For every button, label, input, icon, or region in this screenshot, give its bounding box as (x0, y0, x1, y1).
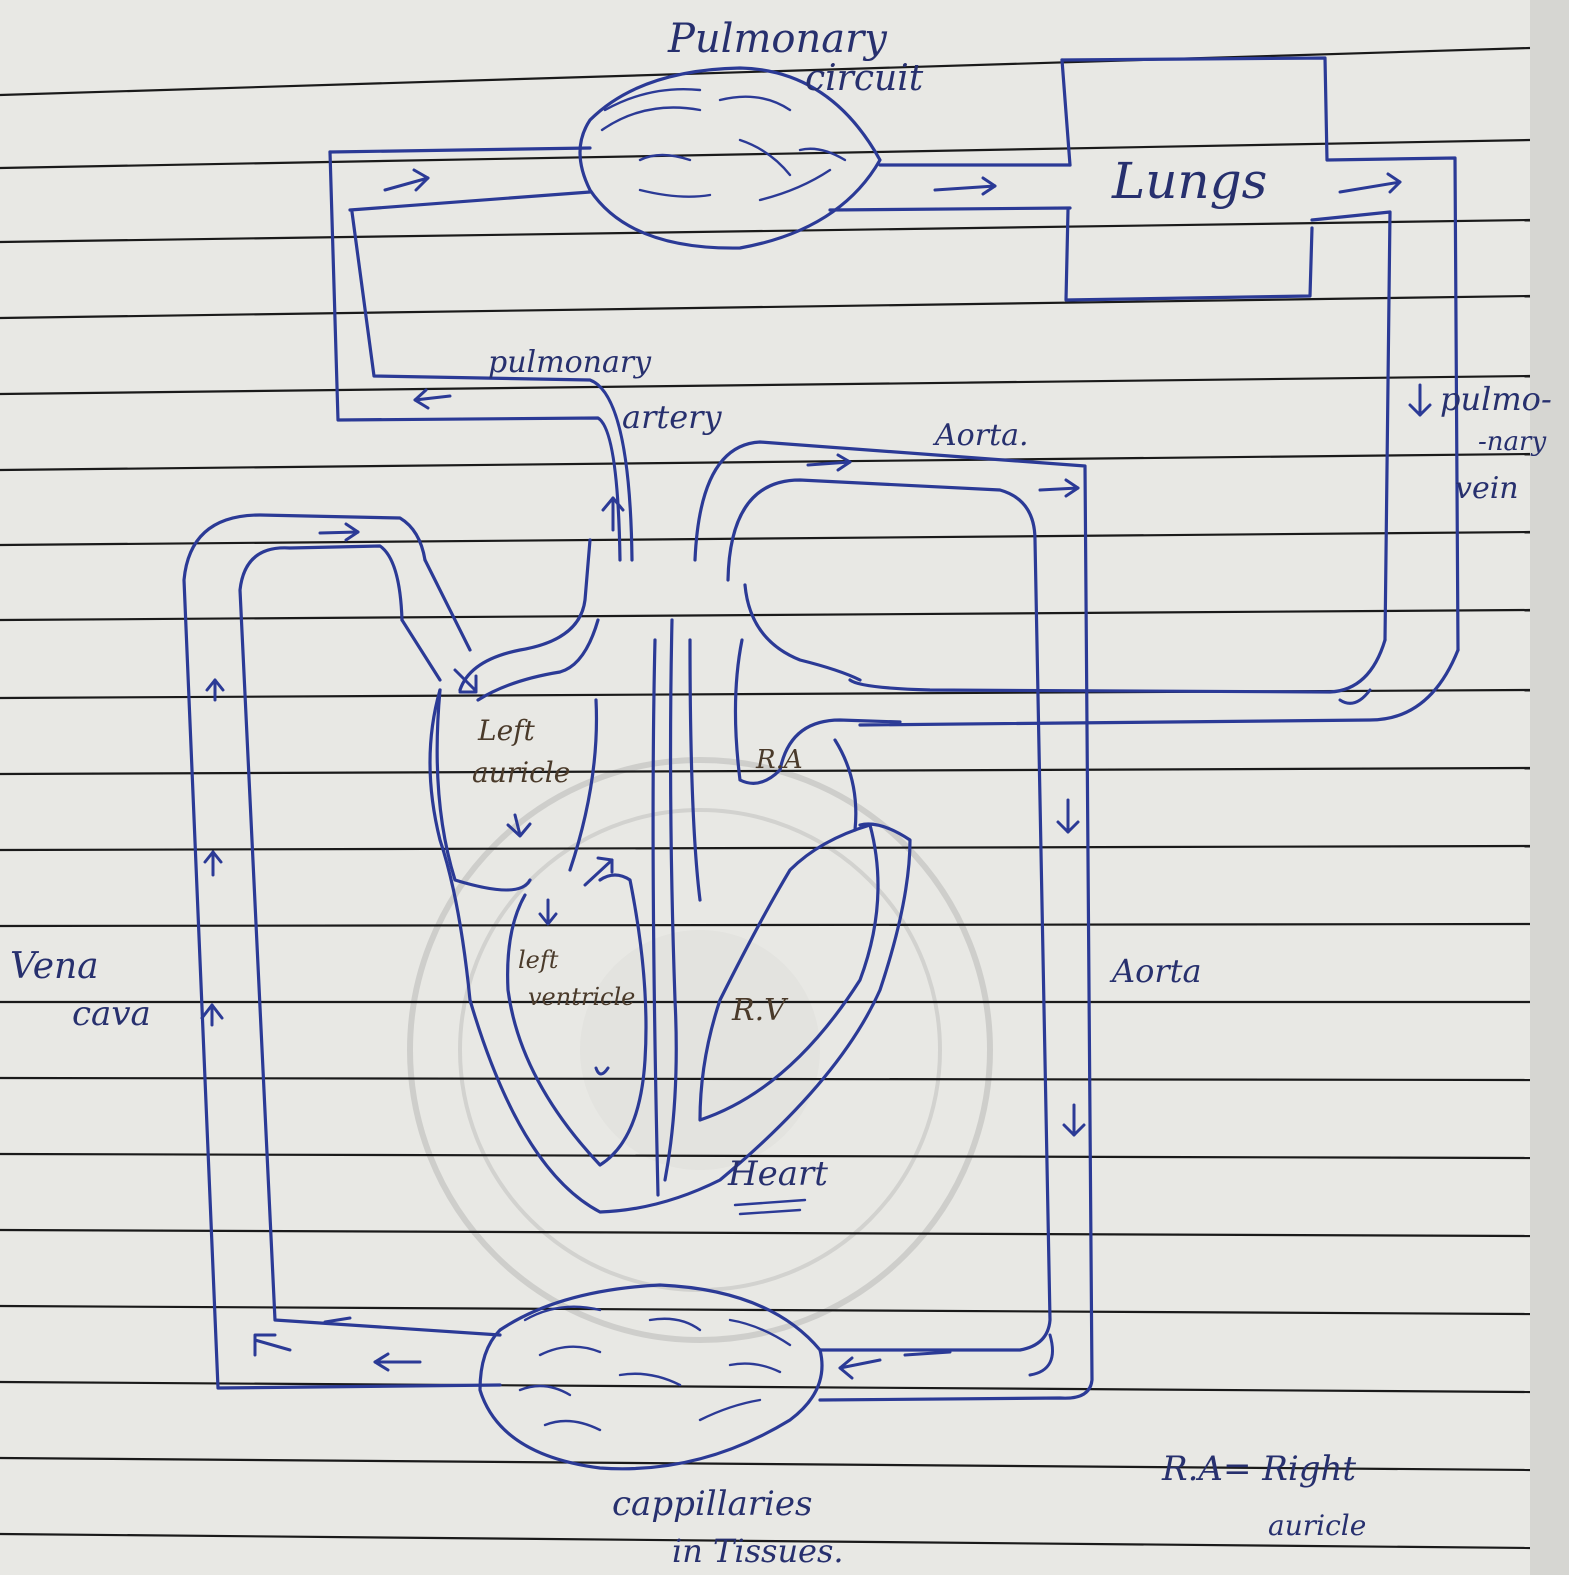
pulmonary-vein-label-2: -nary (1478, 427, 1546, 457)
capillaries-label-1: cappillaries (612, 1484, 812, 1524)
left-auricle-label-2: auricle (472, 756, 570, 789)
pulmonary-artery-label-1: pulmonary (488, 345, 652, 380)
pulmonary-artery-label-2: artery (622, 398, 722, 436)
left-auricle-label-1: Left (477, 714, 536, 747)
ra-label: R.A (755, 745, 803, 775)
legend-ra-label-2: auricle (1268, 1509, 1366, 1542)
aorta-right-label: Aorta (1109, 952, 1202, 990)
capillaries-label-2: in Tissues. (672, 1532, 844, 1570)
aorta-top-label: Aorta. (932, 418, 1029, 453)
rv-label: R.V (731, 993, 789, 1028)
pulmonary-circuit-label-2: circuit (805, 58, 924, 99)
left-ventricle-label-2: ventricle (528, 983, 635, 1011)
heart-label: Heart (727, 1154, 828, 1194)
lungs-label: Lungs (1111, 152, 1267, 210)
pulmonary-vein-label-3: vein (1455, 471, 1519, 506)
legend-ra-label-1: R.A= Right (1161, 1449, 1356, 1489)
left-ventricle-label-1: left (518, 946, 559, 974)
pulmonary-circuit-label-1: Pulmonary (667, 16, 888, 62)
vena-cava-label-1: Vena (10, 946, 99, 987)
vena-cava-label-2: cava (72, 994, 151, 1034)
pulmonary-vein-label-1: pulmo- (1440, 380, 1552, 418)
